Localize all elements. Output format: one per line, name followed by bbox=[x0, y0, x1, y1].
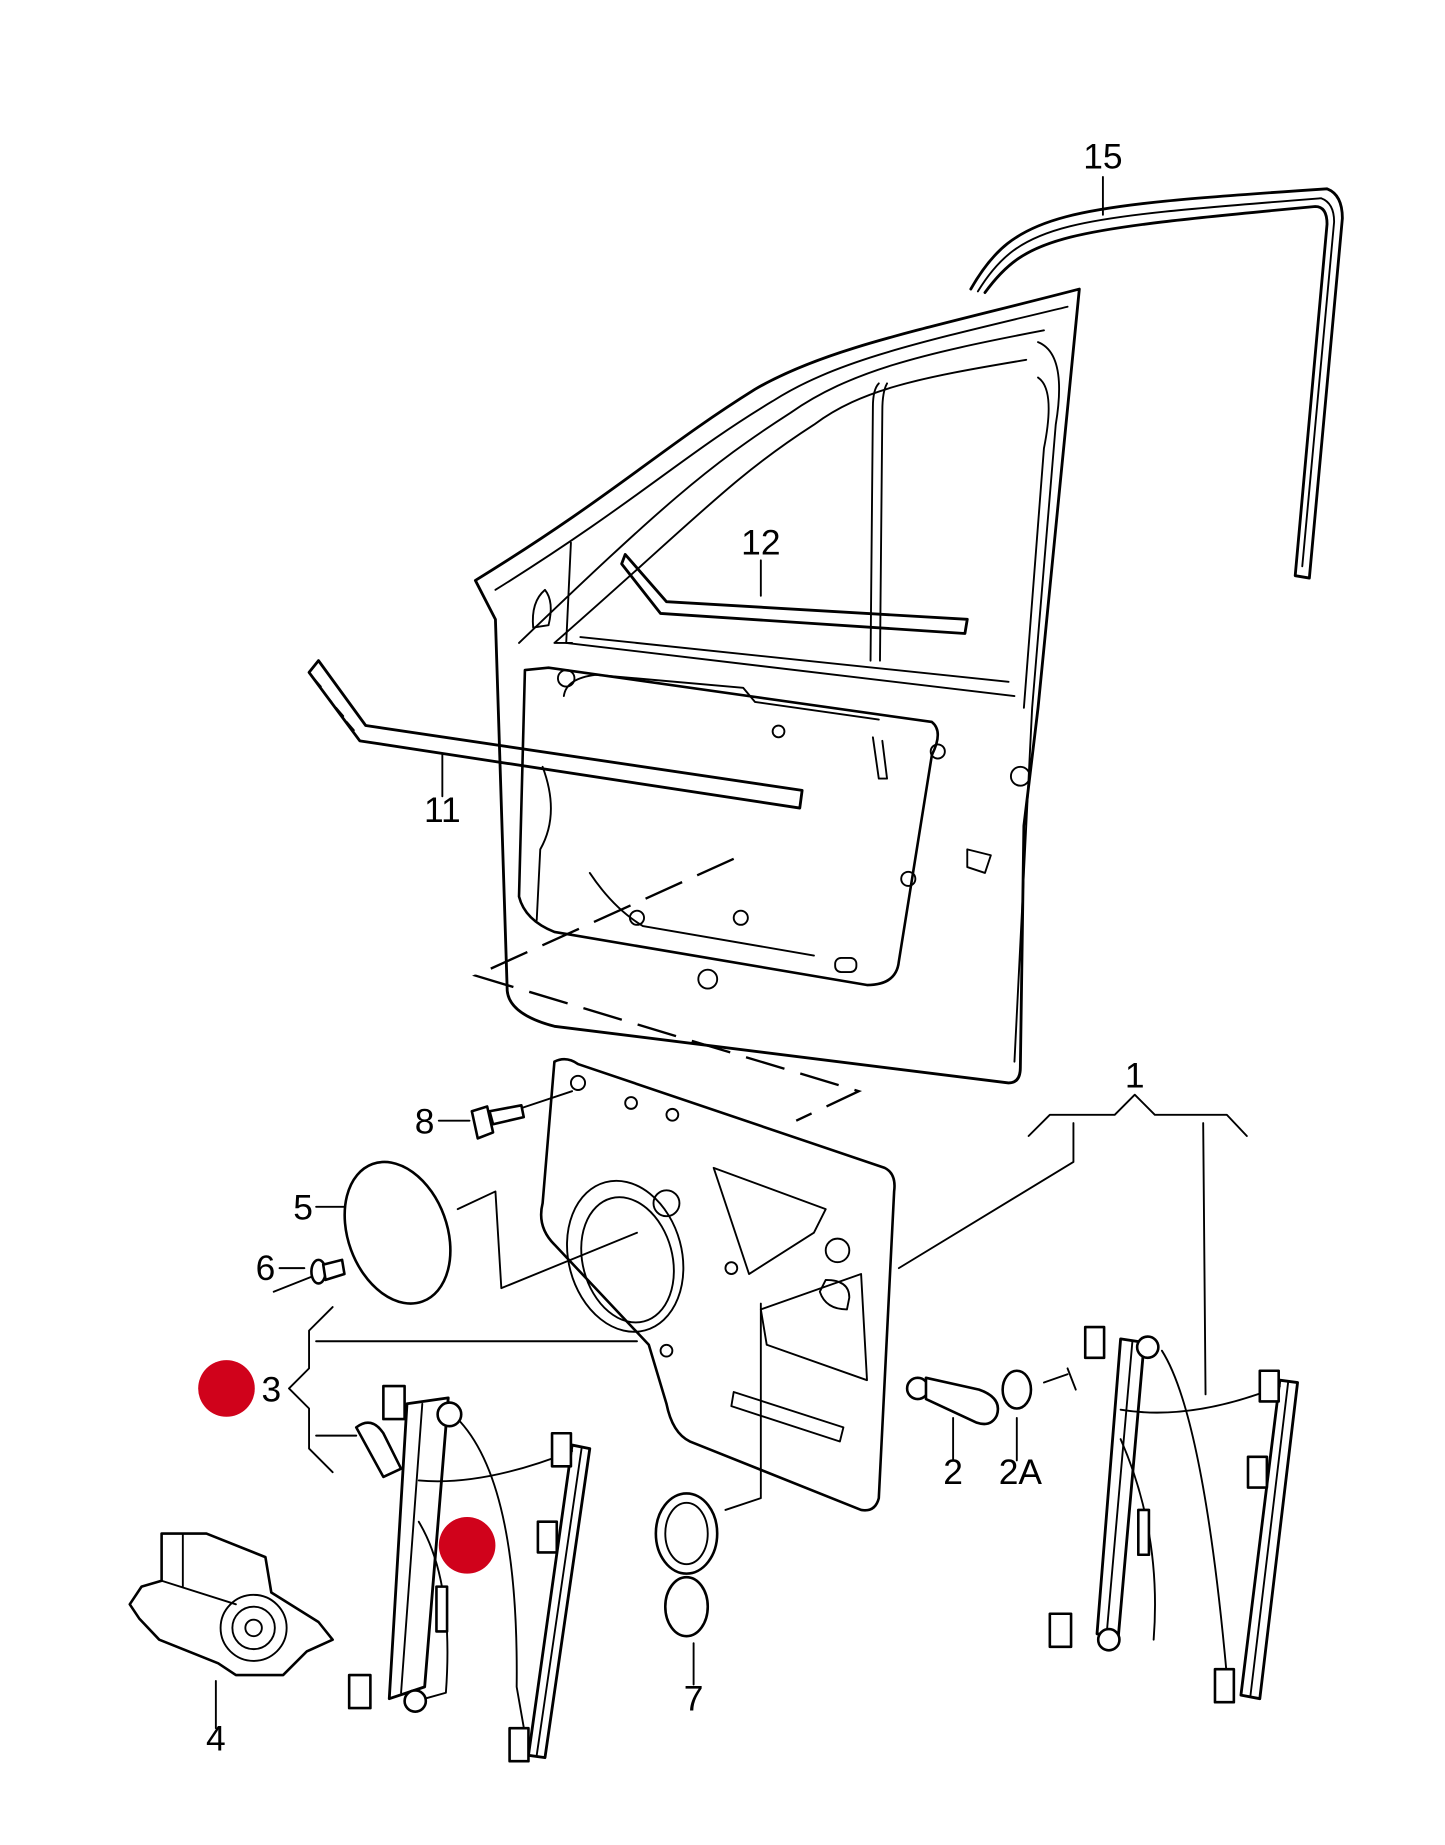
part-3-window-regulator[interactable] bbox=[347, 1384, 592, 1763]
part-11-outer-window-seal[interactable] bbox=[307, 659, 804, 810]
callout-12: 12 bbox=[741, 523, 780, 562]
part-7-grommet[interactable] bbox=[654, 1492, 719, 1638]
marker-part-3[interactable] bbox=[198, 1360, 255, 1417]
callout-1: 1 bbox=[1125, 1057, 1145, 1096]
callout-8: 8 bbox=[415, 1103, 435, 1142]
callout-4: 4 bbox=[206, 1720, 226, 1759]
callout-2: 2 bbox=[943, 1453, 963, 1492]
callout-5: 5 bbox=[293, 1189, 313, 1228]
callout-15: 15 bbox=[1083, 138, 1122, 177]
callout-3: 3 bbox=[261, 1370, 281, 1409]
part-2-crank-handle[interactable] bbox=[905, 1376, 1000, 1426]
part-12-inner-window-seal[interactable] bbox=[620, 553, 969, 635]
leader-lines bbox=[214, 176, 1248, 1730]
marker-regulator[interactable] bbox=[438, 1517, 496, 1574]
part-6-rivet[interactable] bbox=[272, 1258, 346, 1293]
part-2a-cap[interactable] bbox=[1001, 1367, 1077, 1410]
callout-6: 6 bbox=[256, 1249, 276, 1288]
callout-labels: 15 12 11 1 8 5 6 3 2 2A 7 4 bbox=[206, 138, 1145, 1759]
assembly-guide-line bbox=[472, 857, 863, 1122]
callout-11: 11 bbox=[424, 791, 461, 830]
door-shell[interactable] bbox=[473, 287, 1081, 1085]
door-module-carrier-plate[interactable] bbox=[539, 1057, 896, 1512]
callout-2a: 2A bbox=[999, 1453, 1043, 1492]
part-1-window-regulator-assembly[interactable] bbox=[1048, 1325, 1299, 1704]
callout-7: 7 bbox=[684, 1679, 704, 1718]
part-4-motor[interactable] bbox=[128, 1532, 334, 1677]
part-5-cover[interactable] bbox=[326, 1147, 469, 1318]
part-15-frame-seal[interactable] bbox=[969, 187, 1344, 580]
part-8-bolt[interactable] bbox=[470, 1104, 526, 1140]
